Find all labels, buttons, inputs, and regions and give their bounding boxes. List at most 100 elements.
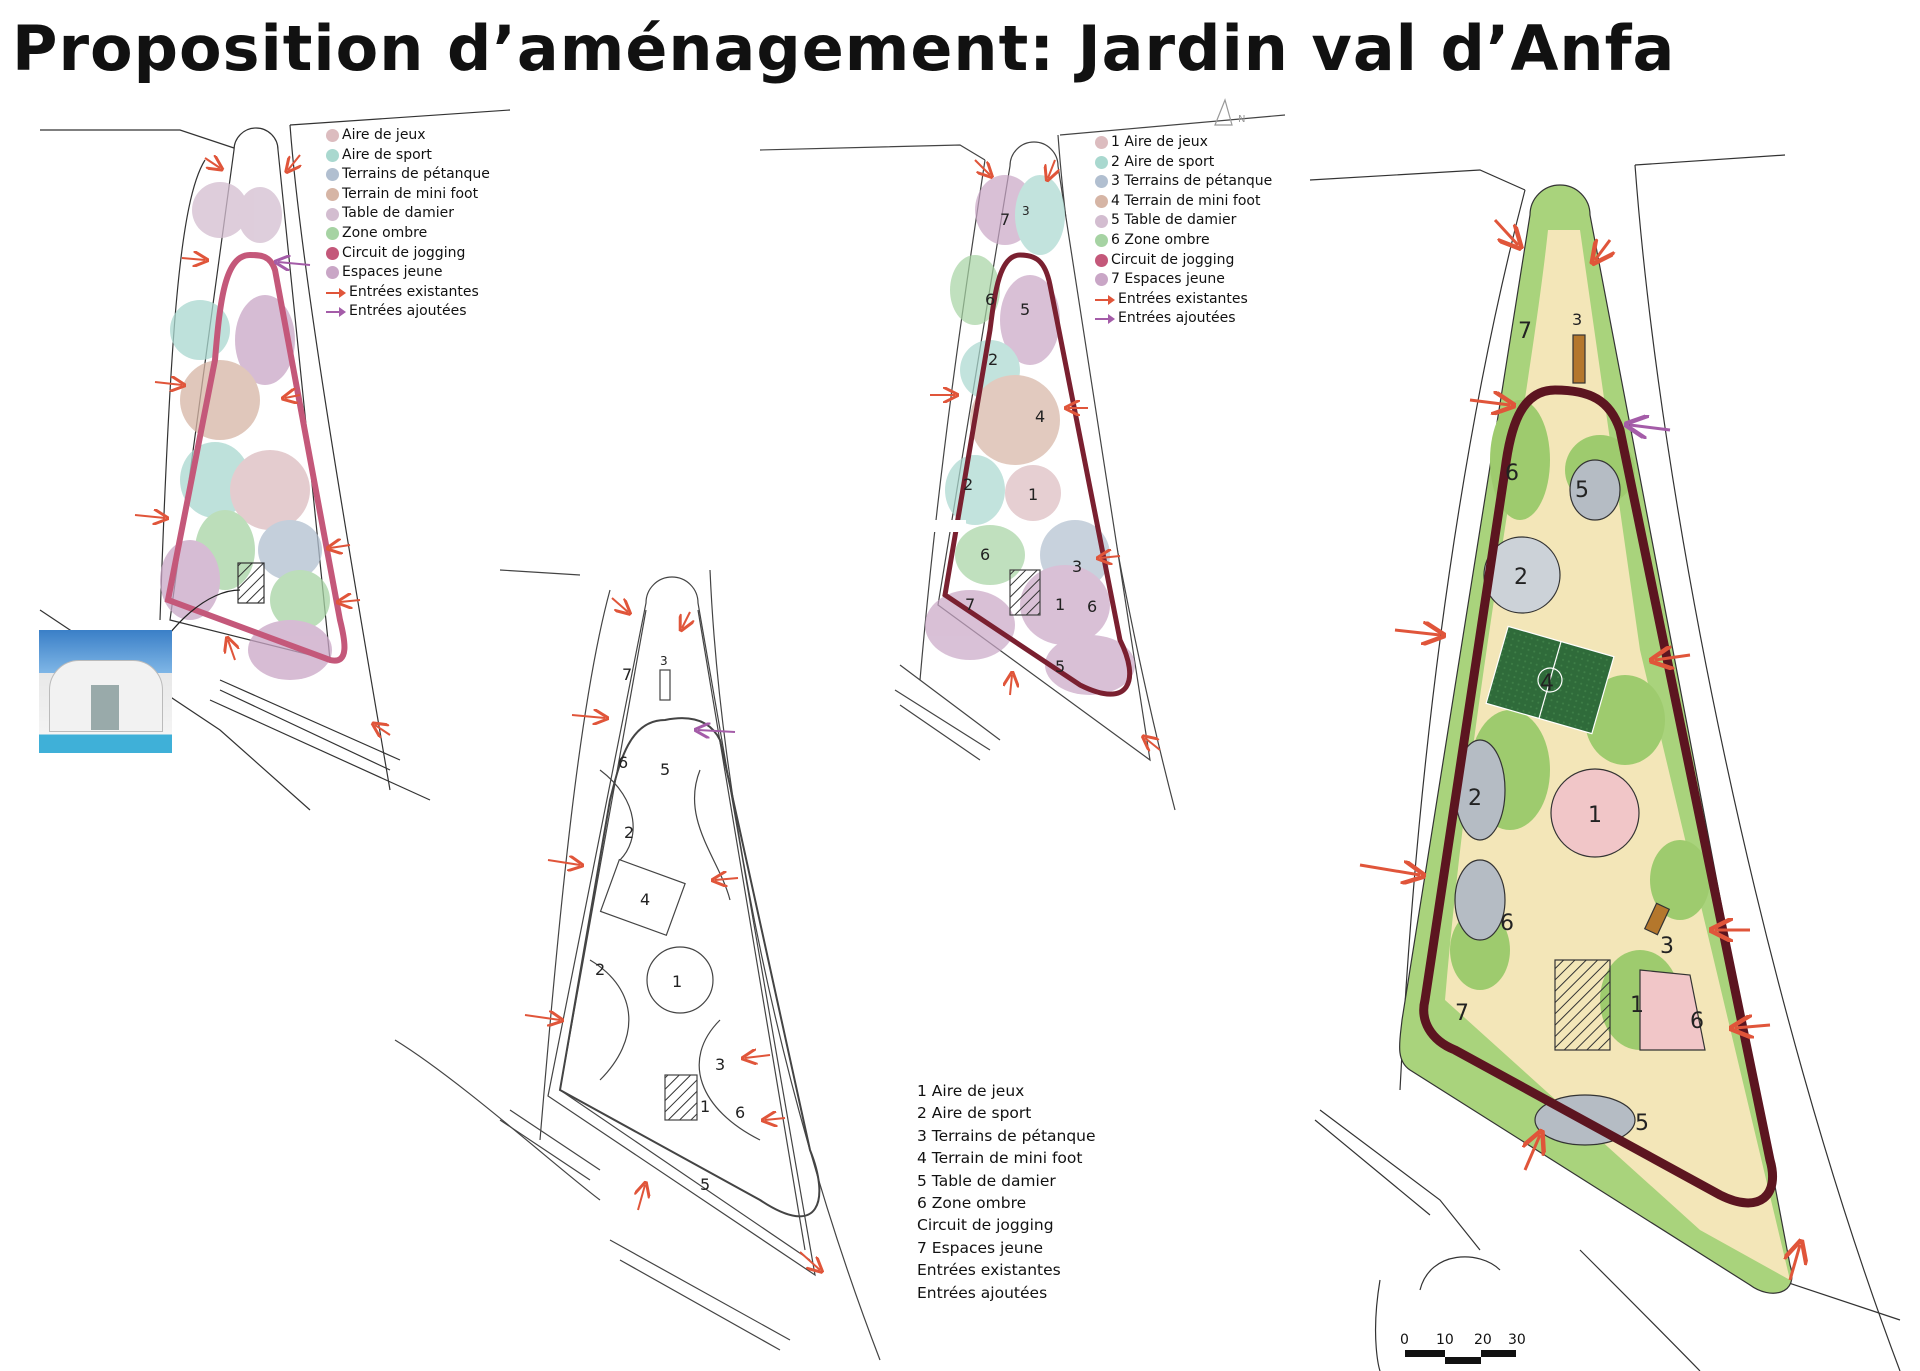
legend-label: 4 Terrain de mini foot [1111,192,1261,209]
zone-label: 7 [1518,319,1532,344]
legend-item: Circuit de jogging [326,244,490,264]
zone-label: 2 [1468,786,1482,811]
zone-label: 4 [1540,671,1554,696]
scale-tick-label: 20 [1474,1332,1492,1348]
color-swatch [1095,273,1108,287]
color-swatch [1095,195,1108,209]
zone-label: 1 [1630,993,1644,1018]
zone-label: 7 [1455,1001,1469,1026]
zone-label: 3 [660,654,668,668]
legend-label: 2 Aire de sport [1111,153,1215,170]
plan-4-final: 7 3 6 5 2 4 1 2 6 3 1 6 7 5 [1309,154,1901,1371]
legend-label: Entrées existantes [349,283,479,300]
legend-label: Circuit de jogging [342,244,466,261]
legend-label: 6 Zone ombre [1111,231,1210,248]
color-swatch [1095,253,1108,267]
zone-label: 3 [1572,310,1582,329]
zone-label: 4 [1035,407,1045,426]
plan-3-overlay: 7 3 6 5 2 4 1 2 6 3 1 6 7 5 N [759,98,1286,811]
zone-label: 5 [1575,478,1589,503]
scale-bar: 0 10 20 30 [1400,1332,1526,1364]
legend-label: 3 Terrains de pétanque [1111,173,1273,190]
legend-item: Zone ombre [326,224,490,244]
zone-label: 7 [1000,210,1010,229]
legend-item: 1 Aire de jeux [1095,133,1272,153]
scale-tick-label: 30 [1508,1332,1526,1348]
legend-label: Zone ombre [342,224,428,241]
legend-label: Circuit de jogging [1111,251,1235,268]
zone-label: 6 [980,545,990,564]
legend-label: 5 Table de damier [1111,212,1237,229]
legend-plan-1: Aire de jeux Aire de sport Terrains de p… [326,126,490,322]
legend-item: Circuit de jogging [1095,251,1272,271]
zone-label: 7 [965,595,975,614]
zone-label: 1 [1588,803,1602,828]
legend-label: 5 Table de damier [917,1171,1056,1190]
arrow-icon [1095,314,1115,325]
legend-plan-3: 1 Aire de jeux 2 Aire de sport 3 Terrain… [1095,133,1272,329]
legend-label: Espaces jeune [342,264,443,281]
legend-item: Terrain de mini foot [326,185,490,205]
legend-item: Entrées existantes [1095,290,1272,310]
legend-label: Aire de sport [342,146,432,163]
color-swatch [1095,175,1108,189]
legend-label: 6 Zone ombre [917,1194,1027,1213]
legend-item: 3 Terrains de pétanque [1095,172,1272,192]
scale-tick-label: 0 [1400,1332,1409,1348]
zone-label: 1 [700,1097,710,1116]
legend-label: 4 Terrain de mini foot [917,1149,1083,1168]
zone-label: 2 [988,350,998,369]
north-label: N [1238,114,1245,125]
zone-label: 6 [735,1103,745,1122]
legend-label: Terrains de pétanque [342,166,490,183]
legend-label: Entrées existantes [1118,290,1248,307]
plan-1-zoning [39,109,511,811]
zone-label: 1 [1055,595,1065,614]
zone-label: 6 [985,290,995,309]
north-arrow-icon [1214,98,1233,126]
color-swatch [1095,234,1108,248]
scale-tick-label: 10 [1436,1332,1454,1348]
zone-label: 3 [715,1055,725,1074]
arrow-icon [326,307,346,318]
legend-label: 1 Aire de jeux [917,1082,1025,1100]
color-swatch [1095,214,1108,228]
zone-label: 6 [1505,461,1519,486]
zone-label: 1 [1028,485,1038,504]
plan-2-sketch: 7 3 6 5 2 4 1 2 3 1 6 5 [394,569,881,1361]
color-swatch [1095,136,1108,150]
color-swatch [326,168,339,182]
legend-item: 7 Espaces jeune [1095,270,1272,290]
reference-photo [39,630,172,753]
zone-label: 6 [618,753,628,772]
legend-item: Aire de jeux [326,126,490,146]
zone-label: 5 [1020,300,1030,319]
legend-item: Entrées ajoutées [326,302,490,322]
color-swatch [326,246,339,260]
page-title: Proposition d’aménagement: Jardin val d’… [12,12,1676,85]
zone-label: 3 [1022,204,1030,218]
arrow-icon [326,287,346,298]
color-swatch [326,188,339,202]
zone-label: 6 [1690,1009,1704,1034]
legend-item: Table de damier [326,204,490,224]
legend-item: Aire de sport [326,146,490,166]
zone-label: 4 [640,890,650,909]
zone-label: 7 [622,665,632,684]
zone-label: 3 [1660,934,1674,959]
arrow-icon [1095,294,1115,305]
legend-label: Circuit de jogging [917,1216,1054,1235]
legend-item: Terrains de pétanque [326,165,490,185]
legend-item: 4 Terrain de mini foot [1095,192,1272,212]
zone-label: 1 [672,972,682,991]
color-swatch [1095,155,1108,169]
legend-label: Entrées ajoutées [917,1283,1048,1302]
legend-item: Espaces jeune [326,263,490,283]
legend-item: 6 Zone ombre [1095,231,1272,251]
zone-label: 6 [1087,597,1097,616]
color-swatch [326,207,339,221]
legend-label: 3 Terrains de pétanque [917,1126,1096,1145]
zone-label: 5 [660,760,670,779]
zone-label: 3 [1072,557,1082,576]
